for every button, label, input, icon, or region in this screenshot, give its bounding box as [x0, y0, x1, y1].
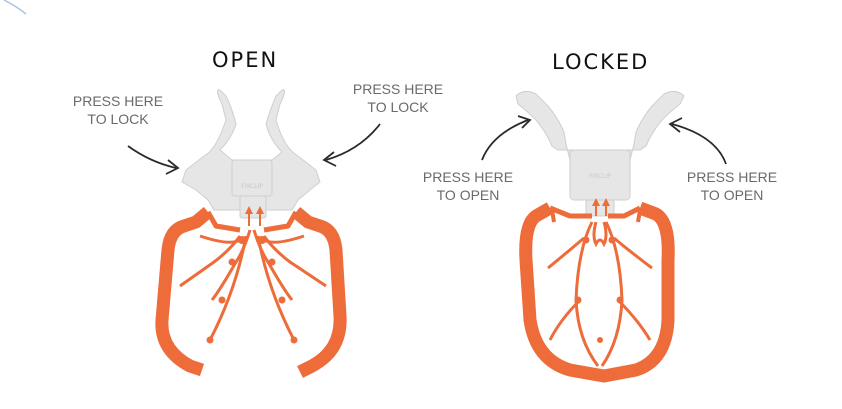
open-logo-text: FIXCLIP [241, 183, 263, 190]
locked-left-note-line2: TO OPEN [436, 187, 500, 203]
locked-grey-body [515, 90, 685, 217]
open-rib-nodes [206, 236, 298, 344]
open-inner-ribs [179, 229, 327, 341]
locked-right-note-line1: PRESS HERE [686, 169, 778, 185]
open-left-note-line1: PRESS HERE [72, 93, 164, 109]
locked-right-note-line2: TO OPEN [700, 187, 764, 203]
open-right-arrow [322, 123, 381, 167]
open-title: OPEN [212, 48, 279, 72]
locked-orange-frame [519, 201, 675, 383]
open-right-note-line1: PRESS HERE [352, 81, 444, 97]
open-grey-body [181, 89, 321, 219]
open-panel: OPEN PRESS HERE TO LOCK PRESS HERE TO LO… [0, 0, 443, 409]
locked-title: LOCKED [552, 50, 650, 74]
open-left-arrow [127, 145, 180, 175]
open-right-note: PRESS HERE TO LOCK [348, 80, 448, 116]
locked-left-note-line1: PRESS HERE [422, 169, 514, 185]
locked-inner-ribs [547, 221, 653, 367]
open-orange-frame [155, 207, 347, 378]
locked-left-arrow [481, 115, 532, 161]
locked-right-note: PRESS HERE TO OPEN [682, 168, 782, 204]
open-right-note-line2: TO LOCK [367, 99, 429, 115]
locked-clip-illustration: FIXCLIP [481, 90, 727, 383]
open-center-arrows [245, 206, 264, 226]
corner-decoration [3, 0, 27, 15]
locked-rib-nodes [574, 236, 624, 343]
locked-left-note: PRESS HERE TO OPEN [418, 168, 518, 204]
open-left-note-line2: TO LOCK [87, 111, 149, 127]
locked-right-arrow [668, 117, 727, 165]
locked-center-arrows [592, 198, 610, 216]
open-left-note: PRESS HERE TO LOCK [68, 92, 168, 128]
locked-panel: LOCKED PRESS HERE TO OPEN PRESS HERE TO … [420, 0, 842, 409]
locked-logo-text: FIXCLIP [589, 173, 611, 180]
open-clip-illustration: FIXCLIP [127, 89, 381, 378]
